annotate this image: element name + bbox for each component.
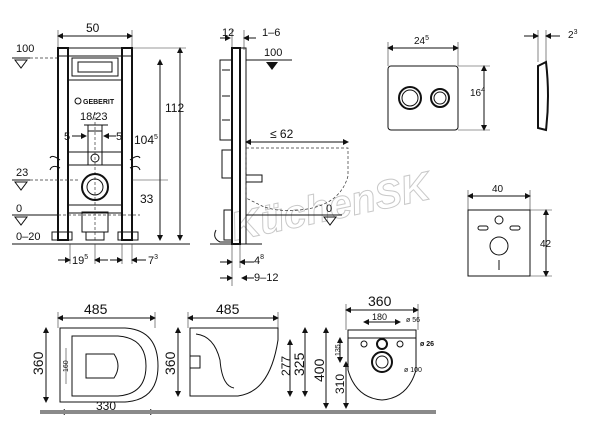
bowl-side-outline <box>189 327 279 397</box>
bowl-top-inner-width-label: 160 <box>63 360 70 372</box>
drain-outlet <box>81 173 109 201</box>
flush-button-small-icon <box>430 88 450 108</box>
svg-text:195: 195 <box>72 254 88 267</box>
frame-ref-23-label: 23 <box>16 167 28 179</box>
floor-line <box>40 410 436 414</box>
brand-logo-text: GEBERIT <box>83 99 115 106</box>
cistern-top <box>71 57 119 77</box>
frame-offset-7-label: 7 <box>148 255 154 267</box>
svg-text:1045: 1045 <box>134 133 158 147</box>
svg-text:73: 73 <box>148 254 158 267</box>
bowl-side-view: 485 360 277 325 400 <box>162 301 329 409</box>
bowl-back-outlet <box>371 351 393 373</box>
bowl-back-hole-a-label: ø 56 <box>406 317 420 324</box>
frame-offset-19-sup: 5 <box>84 254 88 261</box>
flush-plate-view: 245 164 23 <box>387 29 578 132</box>
frame-side-view: 12 1–6 100 ≤ 62 0 48 <box>210 27 349 286</box>
frame-offset-7-sup: 3 <box>154 254 158 261</box>
frame-ref-100-label: 100 <box>16 43 34 55</box>
flush-button-large-icon <box>398 86 422 110</box>
bowl-side-height-325-label: 325 <box>291 352 307 376</box>
frame-height-112-label: 112 <box>165 101 184 115</box>
bowl-back-height-135-label: 135 <box>335 344 342 356</box>
side-offset-4-sup: 8 <box>260 254 264 261</box>
plate-depth-sup: 3 <box>574 29 578 36</box>
bowl-side-length-label: 485 <box>216 301 240 317</box>
frame-offset-left-label: 5 <box>64 131 70 143</box>
side-depth-12-label: 12 <box>222 27 234 39</box>
plate-height-label: 16 <box>470 88 482 99</box>
svg-text:23: 23 <box>568 29 578 41</box>
bowl-back-view: 360 180 ø 56 ø 26 ø 100 135 310 <box>333 293 434 409</box>
bowl-top-base-label: 330 <box>96 399 116 413</box>
level-marker-icon <box>323 216 337 226</box>
bowl-top-outline <box>59 327 159 403</box>
bowl-back-hole-c-label: ø 100 <box>404 367 422 374</box>
bowl-back-width-label: 360 <box>368 293 392 309</box>
bowl-side-height-400-label: 400 <box>311 358 327 382</box>
frame-ref-0-label: 0 <box>16 203 22 215</box>
svg-text:48: 48 <box>254 254 264 267</box>
frame-height-33-label: 33 <box>140 192 154 206</box>
flush-plate <box>387 65 459 131</box>
brand-logo-icon <box>74 97 82 105</box>
bowl-back-height-310-label: 310 <box>333 374 347 394</box>
side-projection-label: ≤ 62 <box>270 127 294 141</box>
plate-width-sup: 5 <box>425 35 429 42</box>
bowl-side-height-label: 360 <box>162 351 178 375</box>
side-offset-4-label: 4 <box>254 255 260 267</box>
pad-height-label: 42 <box>540 239 552 250</box>
bowl-top-width-label: 360 <box>30 351 46 375</box>
level-marker-icon <box>14 216 28 226</box>
plate-depth-label: 2 <box>568 30 574 41</box>
level-marker-icon <box>14 59 28 69</box>
level-marker-icon <box>14 181 28 191</box>
svg-text:164: 164 <box>470 87 485 99</box>
side-ref-0-label: 0 <box>326 203 332 215</box>
bowl-back-hole-b-label: ø 26 <box>420 341 434 348</box>
frame-offset-19-label: 19 <box>72 255 84 267</box>
flush-plate-side <box>537 60 549 132</box>
frame-height-104-label: 104 <box>134 133 154 147</box>
svg-text:245: 245 <box>414 35 429 47</box>
frame-range-0-20-label: 0–20 <box>16 231 40 243</box>
frame-front-view: 50 100 GEBERIT 18/23 5 5 <box>12 21 190 267</box>
level-marker-icon <box>266 62 278 70</box>
frame-width-label: 50 <box>86 21 100 35</box>
bowl-side-height-277-label: 277 <box>279 356 293 376</box>
bowl-side-outline <box>245 147 349 211</box>
frame-offset-right-label: 5 <box>116 131 122 143</box>
bowl-back-outline <box>347 329 417 401</box>
side-ref-100-label: 100 <box>264 47 282 59</box>
side-range-1-6-label: 1–6 <box>262 27 280 39</box>
plate-height-sup: 4 <box>481 87 485 94</box>
sound-pad-view: 40 42 <box>467 184 552 277</box>
bowl-top-view: 485 360 160 330 <box>30 301 159 415</box>
bowl-back-spacing-label: 180 <box>372 312 387 322</box>
side-range-9-12-label: 9–12 <box>254 272 278 284</box>
bowl-top-length-label: 485 <box>84 301 108 317</box>
pad-width-label: 40 <box>492 184 504 195</box>
frame-height-104-sup: 5 <box>154 134 158 141</box>
frame-pipe-size-label: 18/23 <box>80 111 108 123</box>
sound-pad <box>467 209 531 277</box>
plate-width-label: 24 <box>414 36 426 47</box>
